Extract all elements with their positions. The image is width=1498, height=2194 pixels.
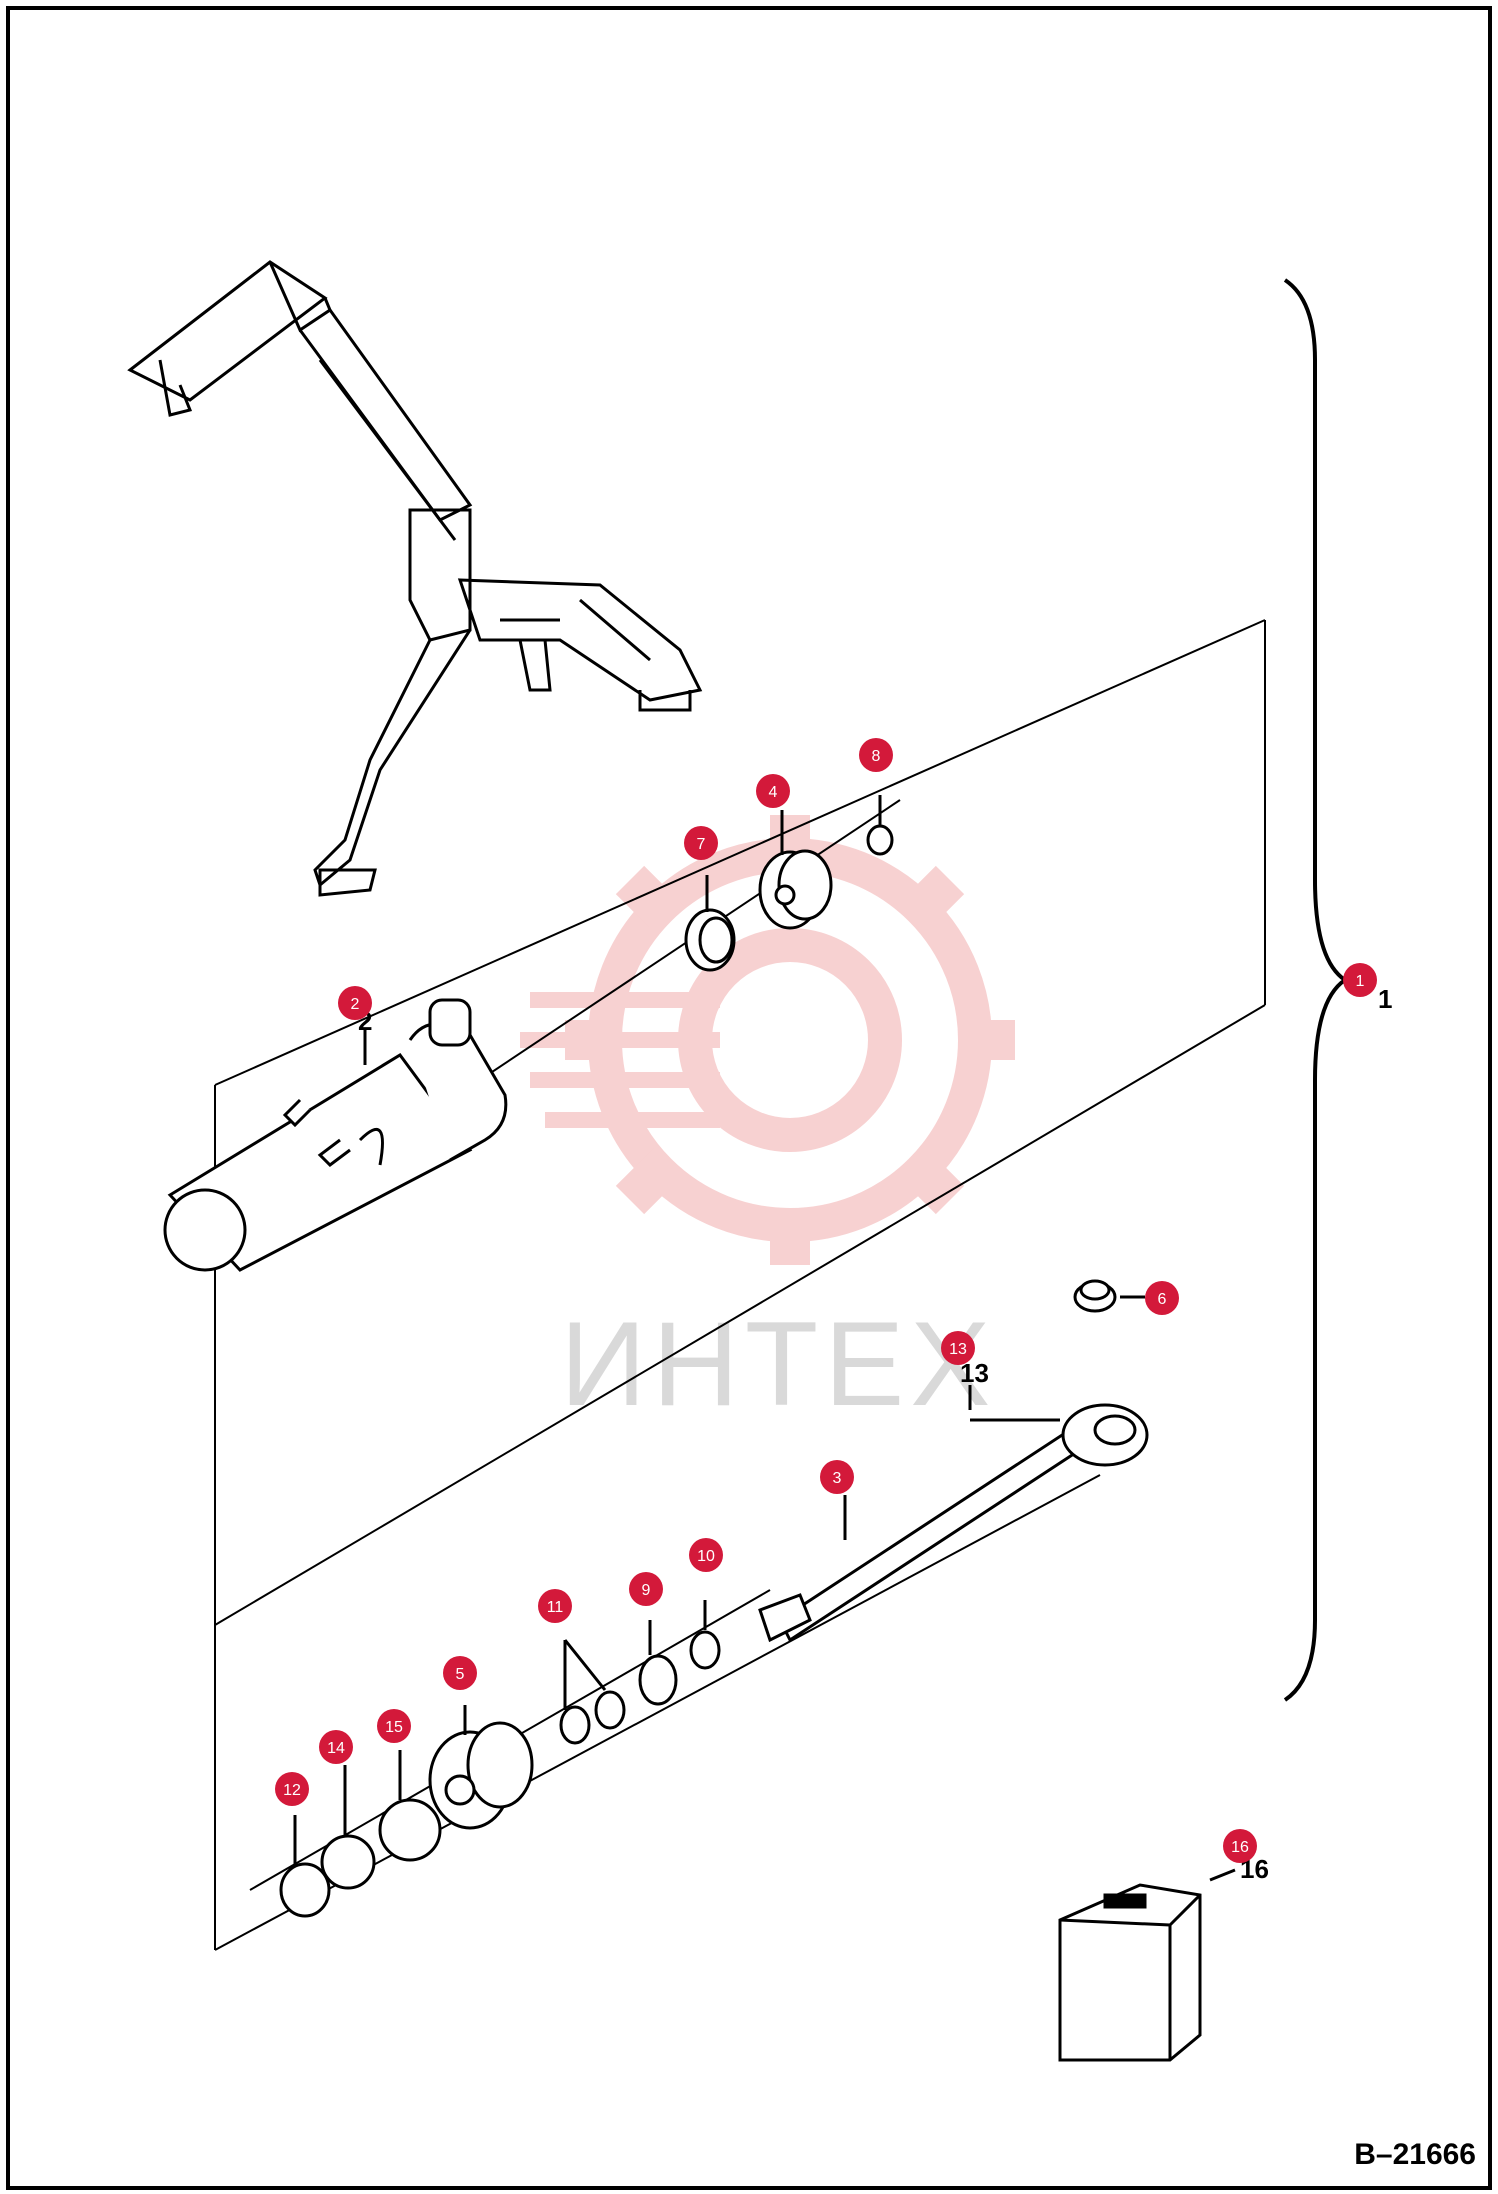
svg-text:8: 8: [872, 748, 881, 765]
upper-seal-parts: [684, 824, 894, 972]
callout-5[interactable]: 5: [443, 1656, 477, 1690]
svg-text:9: 9: [642, 1582, 651, 1599]
svg-text:16: 16: [1231, 1839, 1249, 1856]
svg-text:4: 4: [769, 784, 778, 801]
watermark-text: ИНТЕХ: [560, 1297, 996, 1431]
seal-kit-box-illustration: [1058, 1883, 1202, 2062]
lower-seal-parts: [279, 1630, 721, 1918]
item-number-1: 1: [1378, 984, 1392, 1014]
leader-lines: [293, 795, 1365, 1882]
callout-9[interactable]: 9: [629, 1572, 663, 1606]
callout-13[interactable]: 13: [941, 1331, 975, 1365]
callout-8[interactable]: 8: [859, 738, 893, 772]
svg-text:1: 1: [1356, 973, 1365, 990]
callout-10[interactable]: 10: [689, 1538, 723, 1572]
svg-text:2: 2: [351, 996, 360, 1013]
callout-4[interactable]: 4: [756, 774, 790, 808]
callout-16[interactable]: 16: [1223, 1829, 1257, 1863]
callout-1[interactable]: 1: [1343, 963, 1377, 997]
svg-text:14: 14: [327, 1740, 345, 1757]
svg-text:7: 7: [697, 836, 706, 853]
svg-text:5: 5: [456, 1666, 465, 1683]
callout-7[interactable]: 7: [684, 826, 718, 860]
svg-text:10: 10: [697, 1548, 715, 1565]
callout-11[interactable]: 11: [538, 1589, 572, 1623]
svg-text:11: 11: [547, 1599, 564, 1616]
cylinder-barrel-illustration: [163, 998, 508, 1272]
svg-text:15: 15: [385, 1719, 403, 1736]
backhoe-arm-illustration: [127, 260, 703, 897]
callout-12[interactable]: 12: [275, 1772, 309, 1806]
callout-badges: 1 2 3 4 5 6 7 8 9 10 11 12 13 14 15 16: [275, 738, 1377, 1863]
svg-text:13: 13: [949, 1341, 967, 1358]
callout-6[interactable]: 6: [1145, 1281, 1179, 1315]
callout-14[interactable]: 14: [319, 1730, 353, 1764]
svg-text:3: 3: [833, 1470, 842, 1487]
page-border: [6, 6, 1492, 2190]
piston-rod-illustration: [758, 1279, 1149, 1643]
assembly-brace: [1283, 278, 1349, 1702]
svg-text:12: 12: [283, 1782, 301, 1799]
callout-3[interactable]: 3: [820, 1460, 854, 1494]
callout-2[interactable]: 2: [338, 986, 372, 1020]
callout-15[interactable]: 15: [377, 1709, 411, 1743]
drawing-code: B–21666: [1354, 2138, 1476, 2171]
printed-item-numbers: 1 2 13 16: [358, 984, 1392, 1884]
svg-text:6: 6: [1158, 1291, 1167, 1308]
